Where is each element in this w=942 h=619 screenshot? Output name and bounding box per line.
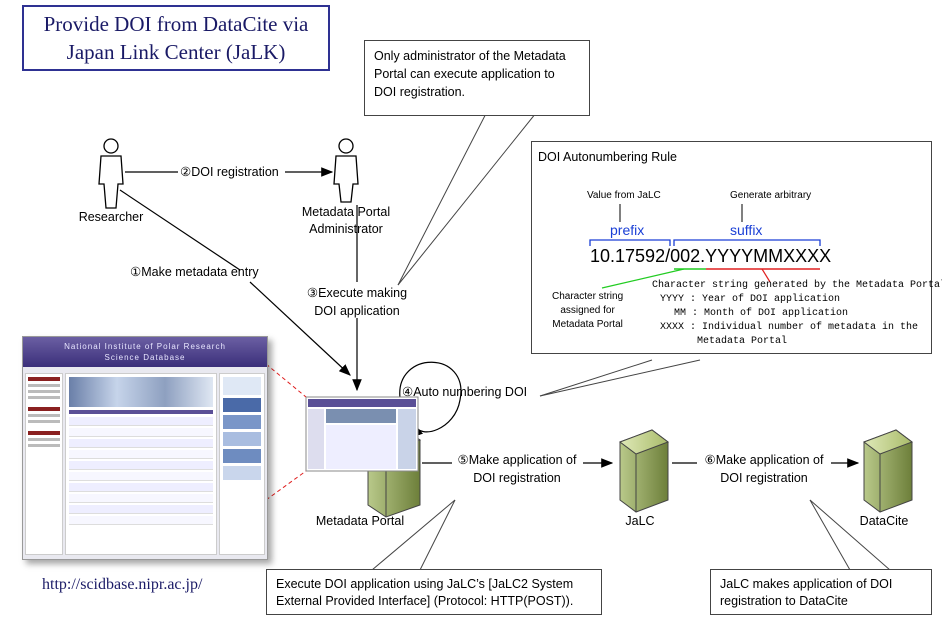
screenshot-sidebar [25, 373, 63, 555]
step5-label: ⑤Make application of DOI registration [458, 451, 577, 487]
step4-loop-arrow [399, 361, 462, 437]
diagram-title: Provide DOI from DataCite via Japan Link… [22, 5, 330, 71]
screenshot-main [65, 373, 217, 555]
step4-label: ④Auto numbering DOI [402, 385, 528, 399]
jalc-note-line-1: JaLC makes application of DOI [720, 577, 893, 591]
admin-only-note: Only administrator of the Metadata Porta… [364, 40, 590, 116]
assigned-note: Character string assigned for Metadata P… [552, 290, 623, 332]
site-url: http://scidbase.nipr.ac.jp/ [42, 576, 203, 593]
researcher-actor-icon [98, 138, 124, 209]
execute-note-pointer-a [371, 499, 456, 571]
step5-label-line-1: ⑤Make application of [457, 453, 577, 467]
step6-label-line-1: ⑥Make application of [704, 453, 824, 467]
administrator-actor-icon [333, 138, 359, 203]
execute-note: Execute DOI application using JaLC’s [Ja… [266, 569, 602, 615]
generated-note: Character string generated by the Metada… [652, 279, 942, 349]
zoom-line-top [265, 363, 307, 398]
administrator-label-line-2: Administrator [309, 222, 383, 236]
step1-arrow [249, 281, 351, 376]
execute-note-line-1: Execute DOI application using JaLC’s [Ja… [276, 577, 574, 591]
step1-line-a [119, 189, 241, 271]
rule-pointer-a [539, 359, 653, 397]
administrator-label-line-1: Metadata Portal [301, 205, 391, 219]
mm-line: MM : Month of DOI application [674, 308, 849, 319]
jalc-note-pointer-a [809, 499, 851, 571]
datacite-label: DataCite [859, 514, 909, 528]
step3-label-line-2: DOI application [314, 304, 400, 318]
rule-brackets [589, 204, 821, 289]
screenshot-header: National Institute of Polar Research Sci… [23, 337, 267, 367]
step3-label: ③Execute making DOI application [307, 284, 407, 320]
jalc-server-icon [618, 429, 670, 513]
step1-label: ①Make metadata entry [130, 265, 259, 279]
xxxx-line: XXXX : Individual number of metadata in … [660, 322, 919, 333]
screenshot-header-line-1: National Institute of Polar Research [64, 342, 226, 351]
suffix-label: suffix [730, 222, 763, 238]
portal-label: Metadata Portal [315, 514, 405, 528]
jalc-label: JaLC [625, 514, 655, 528]
doi-prefix-value: 10.17592/ [590, 246, 671, 266]
assigned-line-3: Metadata Portal [552, 319, 623, 330]
jalc-note-pointer-b [809, 499, 891, 571]
admin-note-pointer-b [397, 97, 549, 286]
administrator-label: Metadata Portal Administrator [302, 204, 390, 238]
doi-rule-box: DOI Autonumbering Rule Value from JaLC G… [531, 141, 942, 354]
title-line-1: Provide DOI from DataCite via [43, 12, 309, 36]
datacite-server-icon [862, 429, 914, 513]
jalc-datacite-note: JaLC makes application of DOI registrati… [710, 569, 932, 615]
zoom-line-bottom [265, 470, 307, 501]
xxxx-line-2: Metadata Portal [697, 336, 788, 347]
yyyy-line: YYYY : Year of DOI application [660, 294, 841, 305]
admin-note-line-1: Only administrator of the Metadata [374, 49, 566, 63]
doi-example: 10.17592/002.YYYYMMXXXX [590, 246, 831, 267]
admin-note-line-2: Portal can execute application to [374, 67, 555, 81]
rule-pointer-b [539, 359, 701, 397]
researcher-label: Researcher [78, 210, 144, 224]
step5-label-line-2: DOI registration [473, 471, 561, 485]
execute-note-line-2: External Provided Interface] (Protocol: … [276, 594, 574, 608]
jalc-note-line-2: registration to DataCite [720, 594, 848, 608]
admin-note-pointer-a [397, 97, 495, 286]
doi-mid-value: 002. [670, 246, 706, 266]
assigned-line-2: assigned for [560, 305, 615, 316]
screenshot-header-line-2: Science Database [104, 353, 186, 362]
title-line-2: Japan Link Center (JaLK) [66, 40, 286, 64]
value-from-jalc-label: Value from JaLC [587, 190, 661, 201]
step6-label-line-2: DOI registration [720, 471, 808, 485]
screenshot-right-panel [219, 373, 265, 555]
step3-label-line-1: ③Execute making [306, 286, 408, 300]
step2-label: ②DOI registration [180, 165, 279, 179]
admin-note-line-3: DOI registration. [374, 85, 466, 99]
portal-screen-thumbnail-icon [305, 396, 419, 472]
doi-tail-value: YYYYMMXXXX [705, 246, 832, 266]
execute-note-pointer-b [419, 499, 456, 571]
generated-line: Character string generated by the Metada… [652, 280, 942, 291]
assigned-line-1: Character string [552, 291, 624, 302]
prefix-label: prefix [610, 222, 645, 238]
step6-label: ⑥Make application of DOI registration [705, 451, 824, 487]
science-database-screenshot: National Institute of Polar Research Sci… [22, 336, 268, 560]
rule-title: DOI Autonumbering Rule [538, 150, 677, 164]
generate-arbitrary-label: Generate arbitrary [730, 190, 812, 201]
